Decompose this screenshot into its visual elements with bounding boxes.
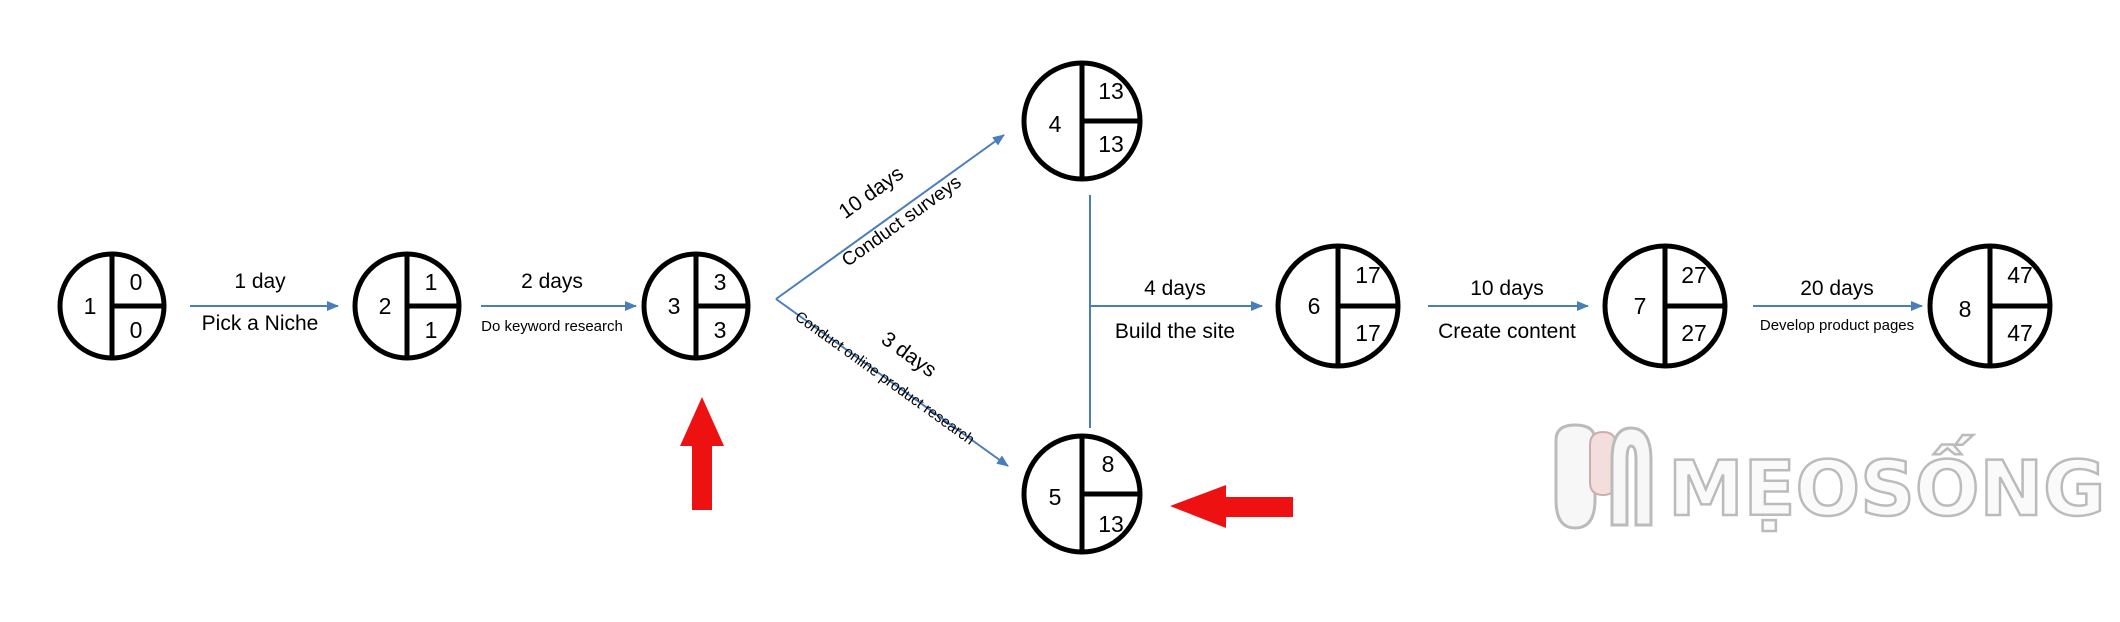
watermark-emblem-icon — [1554, 423, 1653, 530]
edge-7-8-duration: 20 days — [1800, 277, 1874, 300]
node-8-id: 8 — [1959, 296, 1972, 322]
edges — [190, 134, 1923, 467]
node-5-top: 8 — [1102, 451, 1115, 477]
node-6: 6 17 17 — [1275, 243, 1401, 369]
edge-1-2-duration: 1 day — [234, 270, 286, 293]
node-3: 3 3 3 — [641, 251, 751, 361]
node-2: 2 1 1 — [352, 251, 462, 361]
edge-7-8-task: Develop product pages — [1760, 317, 1914, 334]
edge-3-5 — [775, 298, 1009, 467]
edge-2-3-duration: 2 days — [521, 270, 583, 293]
node-3-id: 3 — [668, 293, 681, 319]
node-6-bottom: 17 — [1355, 320, 1381, 346]
node-6-id: 6 — [1308, 293, 1321, 319]
node-5-bottom: 13 — [1098, 511, 1124, 537]
node-8-top: 47 — [2007, 262, 2033, 288]
node-8: 8 47 47 — [1927, 243, 2053, 369]
node-6-top: 17 — [1355, 262, 1381, 288]
node-1-id: 1 — [84, 293, 97, 319]
up-arrow-icon — [680, 397, 724, 510]
edge-6-7-duration: 10 days — [1470, 277, 1544, 300]
edge-3-5-task: Conduct online product research — [792, 308, 978, 448]
node-5: 5 8 13 — [1021, 433, 1143, 555]
edge-merge-6-task: Build the site — [1115, 320, 1235, 343]
watermark-text: MẸOSỐNG — [1668, 434, 2105, 533]
node-3-bottom: 3 — [714, 317, 727, 343]
node-7-id: 7 — [1634, 293, 1647, 319]
node-7-top: 27 — [1681, 262, 1707, 288]
node-2-id: 2 — [379, 293, 392, 319]
watermark-logo: MẸOSỐNG — [1554, 423, 2107, 534]
node-1-top: 0 — [130, 269, 143, 295]
edge-3-4-task: Conduct surveys — [838, 172, 965, 272]
node-1: 1 0 0 — [57, 251, 167, 361]
edge-2-3-task: Do keyword research — [481, 318, 623, 335]
left-arrow-icon — [1170, 485, 1293, 528]
node-1-bottom: 0 — [130, 317, 143, 343]
node-4-top: 13 — [1098, 78, 1124, 104]
node-4-id: 4 — [1049, 111, 1062, 137]
node-7-bottom: 27 — [1681, 320, 1707, 346]
edge-3-4 — [775, 134, 1005, 300]
edge-1-2-task: Pick a Niche — [202, 312, 319, 335]
node-8-bottom: 47 — [2007, 320, 2033, 346]
node-3-top: 3 — [714, 269, 727, 295]
node-2-top: 1 — [425, 269, 438, 295]
node-7: 7 27 27 — [1602, 243, 1728, 369]
node-2-bottom: 1 — [425, 317, 438, 343]
edge-6-7-task: Create content — [1438, 320, 1576, 343]
node-4: 4 13 13 — [1021, 60, 1143, 182]
node-4-bottom: 13 — [1098, 131, 1124, 157]
edge-merge-6-duration: 4 days — [1144, 277, 1206, 300]
node-5-id: 5 — [1049, 484, 1062, 510]
